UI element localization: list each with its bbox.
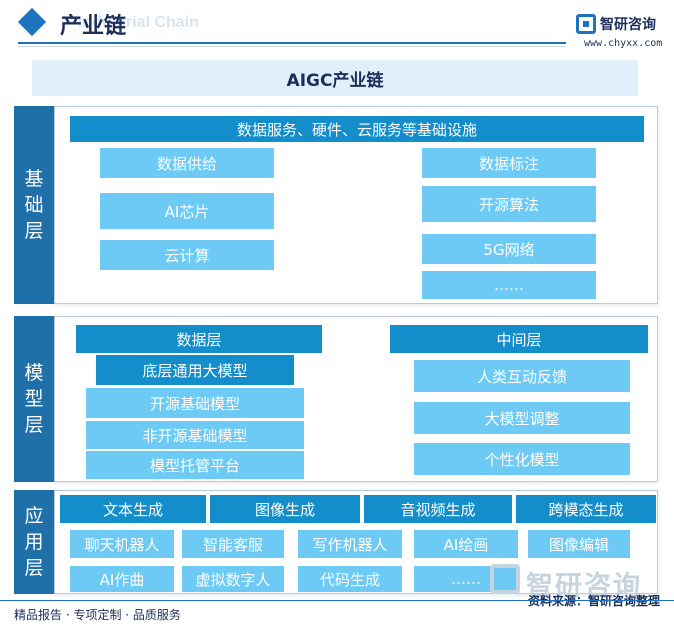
node-5g-network: 5G网络	[422, 234, 596, 264]
header-divider	[18, 42, 566, 44]
footer-divider	[0, 600, 674, 601]
node-ai-chip: AI芯片	[100, 193, 274, 229]
node-general-foundation-model: 底层通用大模型	[96, 355, 294, 385]
foundation-layer-label: 基 础 层	[14, 106, 54, 304]
category-audio-video-generation: 音视频生成	[364, 495, 512, 523]
middle-layer-header: 中间层	[390, 325, 648, 353]
category-text-generation: 文本生成	[60, 495, 206, 523]
brand-name: 智研咨询	[600, 17, 656, 33]
watermark-text: 智研咨询	[526, 571, 642, 602]
application-label-char: 用	[24, 531, 44, 553]
app-chatbot: 聊天机器人	[70, 530, 174, 558]
foundation-label-char: 层	[24, 220, 44, 242]
application-layer-label: 应 用 层	[14, 490, 54, 594]
model-layer-label: 模 型 层	[14, 316, 54, 482]
app-ai-painting: AI绘画	[414, 530, 518, 558]
node-model-hosting-platform: 模型托管平台	[86, 451, 304, 479]
node-data-labeling: 数据标注	[422, 148, 596, 178]
model-label-char: 型	[24, 388, 44, 410]
data-source: 资料来源：智研咨询整理	[528, 594, 661, 608]
header-divider-thin	[18, 46, 566, 47]
node-open-source-base-model: 开源基础模型	[86, 388, 304, 418]
app-image-editing: 图像编辑	[528, 530, 630, 558]
page-title: 产业链	[60, 14, 127, 39]
app-more: ……	[414, 566, 518, 592]
app-writing-bot: 写作机器人	[298, 530, 402, 558]
node-foundation-more: ……	[422, 271, 596, 299]
node-open-source-algorithms: 开源算法	[422, 186, 596, 222]
data-layer-header: 数据层	[76, 325, 322, 353]
model-label-char: 模	[24, 362, 44, 384]
brand-url: www.chyxx.com	[584, 38, 663, 49]
app-smart-customer-service: 智能客服	[182, 530, 284, 558]
application-label-char: 层	[24, 557, 44, 579]
node-cloud-computing: 云计算	[100, 240, 274, 270]
application-label-char: 应	[24, 505, 44, 527]
node-data-supply: 数据供给	[100, 148, 274, 178]
app-virtual-human: 虚拟数字人	[182, 566, 284, 592]
foundation-label-char: 基	[24, 168, 44, 190]
footer-slogan: 精品报告 · 专项定制 · 品质服务	[14, 608, 181, 622]
app-code-generation: 代码生成	[298, 566, 402, 592]
model-label-char: 层	[24, 414, 44, 436]
brand-logo-icon	[576, 14, 596, 34]
infrastructure-banner: 数据服务、硬件、云服务等基础设施	[70, 116, 644, 142]
node-closed-source-base-model: 非开源基础模型	[86, 421, 304, 449]
category-image-generation: 图像生成	[210, 495, 360, 523]
app-ai-composition: AI作曲	[70, 566, 174, 592]
watermark-logo-icon	[490, 564, 520, 594]
header-watermark: Industrial Chain	[78, 14, 199, 31]
diagram-title: AIGC产业链	[32, 60, 638, 96]
node-model-tuning: 大模型调整	[414, 402, 630, 434]
node-human-feedback: 人类互动反馈	[414, 360, 630, 392]
header-diamond-icon	[17, 7, 47, 37]
node-personalized-model: 个性化模型	[414, 443, 630, 475]
foundation-label-char: 础	[24, 194, 44, 216]
category-cross-modal-generation: 跨模态生成	[516, 495, 656, 523]
